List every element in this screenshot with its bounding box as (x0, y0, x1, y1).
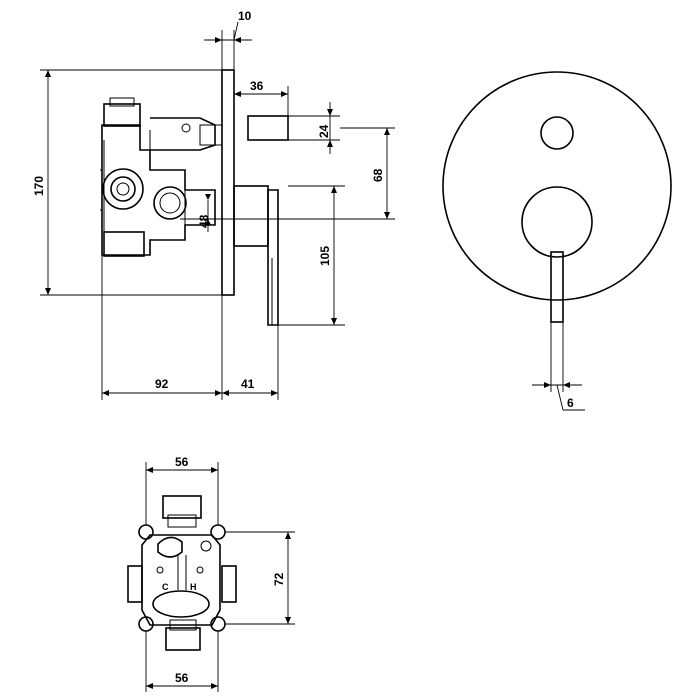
dim-label-68: 68 (371, 168, 385, 182)
dim-label-56-top: 56 (175, 455, 189, 469)
dim-label-41: 41 (241, 377, 255, 391)
dim-label-6: 6 (567, 396, 574, 410)
valve-front-view: C H (127, 495, 237, 651)
dim-valve-width-bottom: 56 (145, 631, 219, 692)
mixer-handle (521, 186, 593, 258)
dim-label-10: 10 (238, 9, 252, 23)
dim-label-36: 36 (250, 79, 264, 93)
dim-lever-length: 105 (278, 185, 345, 326)
cover-plate (442, 71, 672, 301)
dim-valve-height: 72 (225, 531, 295, 625)
dim-plate-thickness: 10 (204, 9, 252, 70)
cold-marking: C (162, 582, 169, 592)
dim-knob-center: 48 (197, 194, 211, 232)
dim-label-105: 105 (318, 246, 332, 266)
hot-marking: H (190, 582, 197, 592)
handle-lever (267, 189, 279, 326)
valve-body-side (100, 97, 223, 257)
dim-lever-width: 6 (532, 322, 585, 411)
diverter-knob (540, 116, 574, 150)
dim-spout-offset: 36 (234, 79, 289, 116)
dim-outlet-diameter: 24 (288, 102, 340, 154)
dim-valve-width-top: 56 (145, 455, 219, 525)
dim-label-48: 48 (197, 214, 211, 228)
front-lever (550, 251, 564, 323)
outlet-spout (247, 115, 289, 141)
front-view (442, 71, 672, 323)
dim-outlet-height: 68 (340, 127, 395, 220)
dim-label-170: 170 (32, 176, 46, 196)
dim-plate-height: 170 (32, 69, 222, 296)
side-view (100, 69, 345, 326)
wall-plate (221, 69, 235, 296)
dim-label-56-bottom: 56 (175, 671, 189, 685)
dim-label-92: 92 (155, 377, 169, 391)
dim-depths: 92 41 (101, 255, 279, 400)
handle-hub (233, 185, 269, 247)
dim-label-24: 24 (317, 124, 331, 138)
dim-label-72: 72 (272, 572, 286, 586)
